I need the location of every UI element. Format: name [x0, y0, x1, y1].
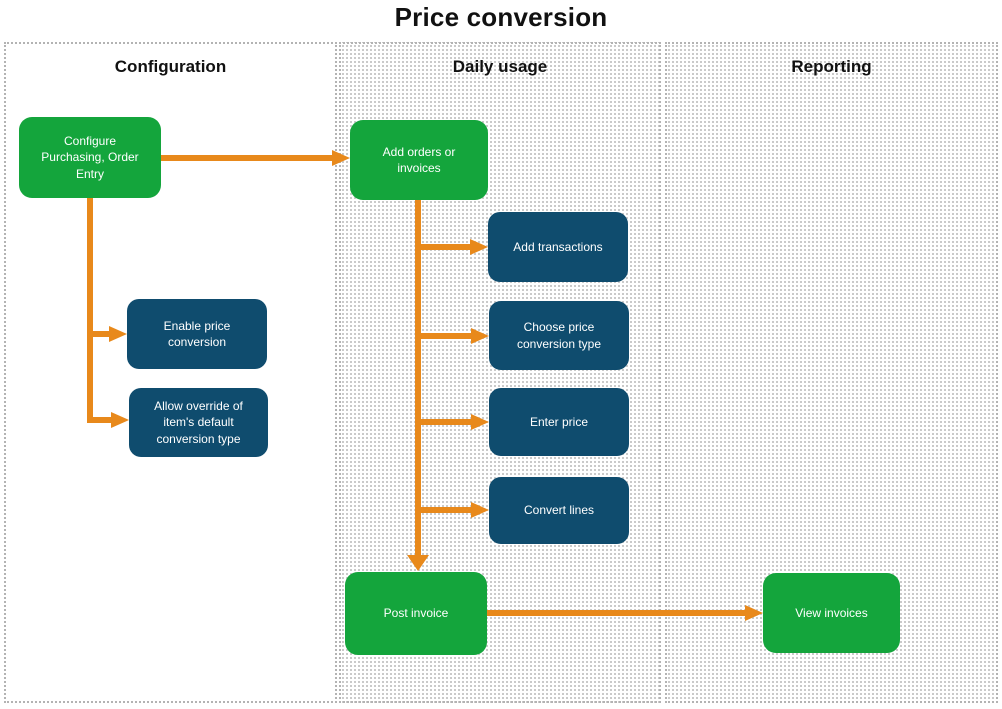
node-post-invoice: Post invoice — [345, 572, 487, 655]
lane-reporting: Reporting — [665, 42, 998, 703]
lane-reporting-header: Reporting — [791, 57, 872, 76]
arrowhead-down-icon — [407, 555, 429, 571]
arrowhead-right-icon — [471, 414, 489, 430]
edge-configure-to-add-orders — [161, 155, 332, 161]
node-convert-lines: Convert lines — [489, 477, 629, 544]
edge-add-orders-to-post-invoice-line — [415, 200, 421, 556]
arrowhead-right-icon — [471, 502, 489, 518]
arrowhead-right-icon — [111, 412, 129, 428]
arrowhead-right-icon — [745, 605, 763, 621]
node-enable-price-conversion: Enable price conversion — [127, 299, 267, 369]
diagram-title: Price conversion — [394, 2, 608, 32]
arrowhead-right-icon — [471, 328, 489, 344]
arrowhead-right-icon — [332, 150, 350, 166]
node-allow-override: Allow override of item's default convers… — [129, 388, 268, 457]
node-enter-price: Enter price — [489, 388, 629, 456]
node-add-orders-or-invoices: Add orders or invoices — [350, 120, 488, 200]
edge-to-enable-price-conversion — [90, 331, 109, 337]
edge-configure-branch-line — [87, 198, 93, 423]
edge-to-choose-price-conversion-type — [418, 333, 471, 339]
lane-configuration-header: Configuration — [114, 57, 227, 76]
node-view-invoices: View invoices — [763, 573, 900, 653]
arrowhead-right-icon — [109, 326, 127, 342]
node-choose-price-conversion-type: Choose price conversion type — [489, 301, 629, 370]
edge-to-add-transactions — [418, 244, 470, 250]
edge-post-invoice-to-view-invoices — [487, 610, 745, 616]
edge-to-convert-lines — [418, 507, 471, 513]
node-configure-purchasing: Configure Purchasing, Order Entry — [19, 117, 161, 198]
lane-daily-usage-header: Daily usage — [452, 57, 548, 76]
node-add-transactions: Add transactions — [488, 212, 628, 282]
edge-to-allow-override — [90, 417, 111, 423]
edge-to-enter-price — [418, 419, 471, 425]
arrowhead-right-icon — [470, 239, 488, 255]
